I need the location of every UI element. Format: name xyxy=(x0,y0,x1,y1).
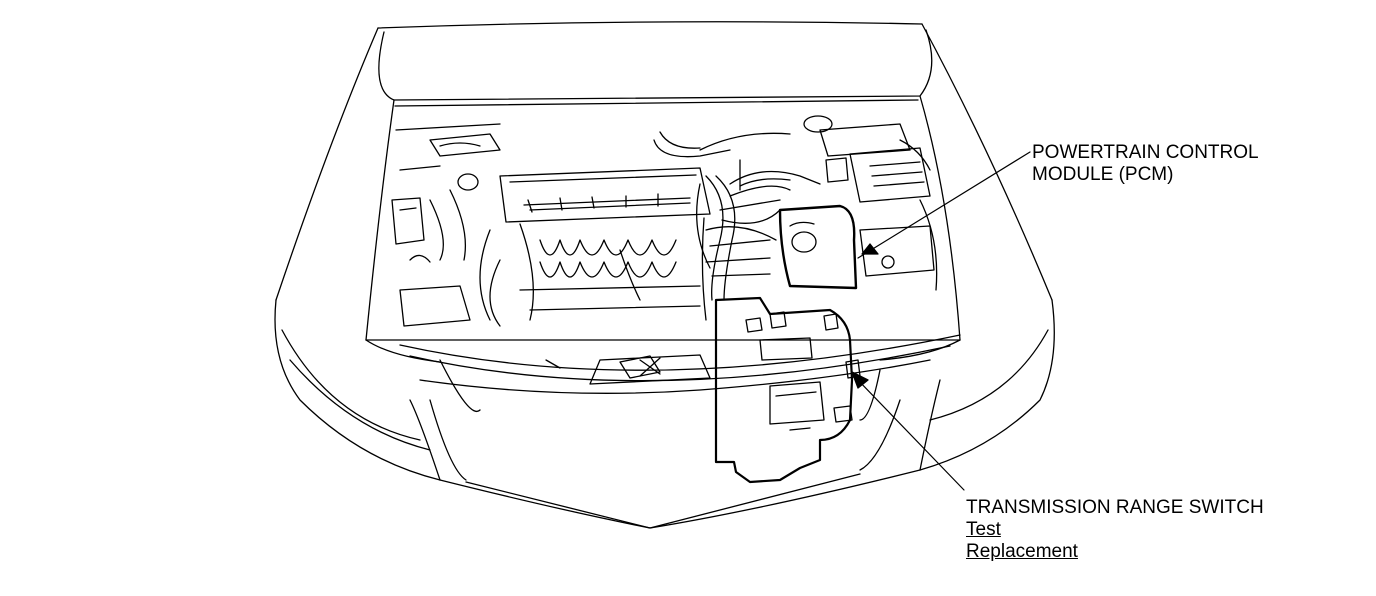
trs-label: TRANSMISSION RANGE SWITCH xyxy=(966,497,1264,518)
right-components xyxy=(803,115,938,291)
pcm-callout: POWERTRAIN CONTROL MODULE (PCM) xyxy=(1032,142,1259,186)
front-bumper xyxy=(399,334,961,529)
trs-callout: TRANSMISSION RANGE SWITCH Test Replaceme… xyxy=(966,497,1264,563)
grille xyxy=(545,354,711,385)
transmission-assembly xyxy=(714,296,861,484)
pcm-unit xyxy=(778,204,858,290)
pcm-label-line-1: POWERTRAIN CONTROL xyxy=(1032,142,1259,163)
engine-block xyxy=(479,167,711,327)
leader-lines xyxy=(851,151,1031,491)
intake-hoses xyxy=(619,131,821,301)
hood-outline xyxy=(275,21,1053,341)
left-components xyxy=(391,123,501,327)
replacement-link[interactable]: Replacement xyxy=(966,541,1078,562)
test-link[interactable]: Test xyxy=(966,519,1001,540)
pcm-label-line-2: MODULE (PCM) xyxy=(1032,164,1174,185)
